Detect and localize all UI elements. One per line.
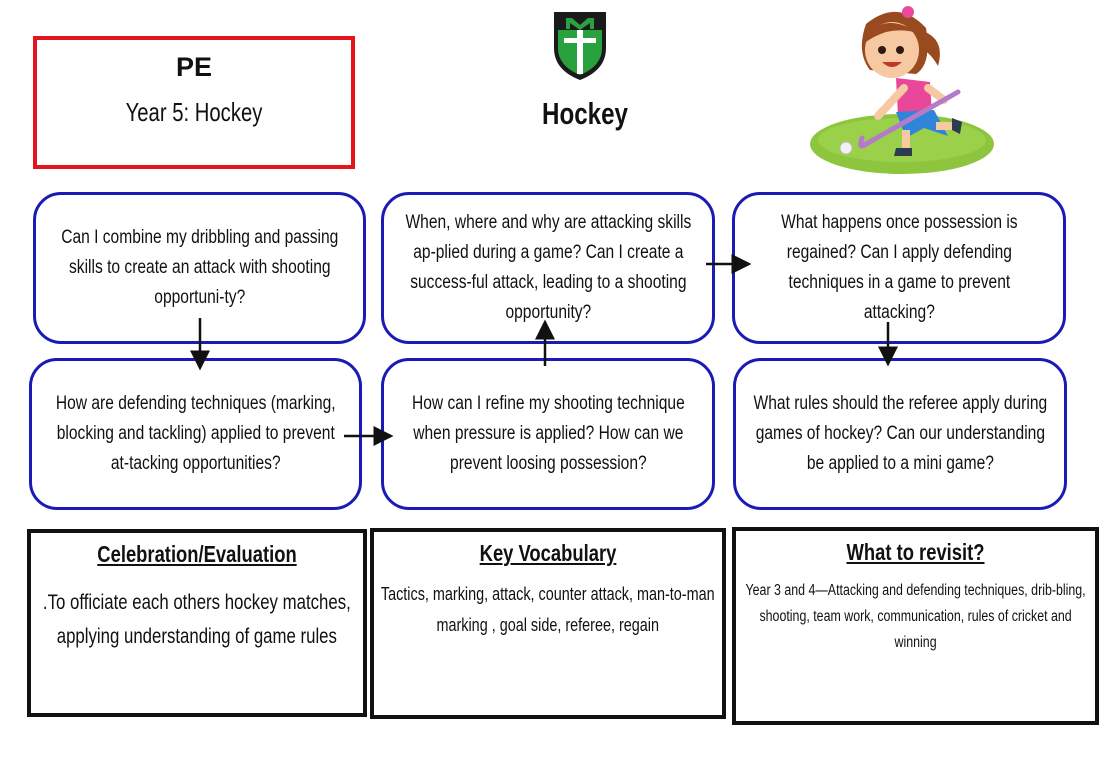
- revisit-text: Year 3 and 4—Attacking and defending tec…: [745, 582, 1086, 651]
- vocabulary-panel: Key Vocabulary Tactics, marking, attack,…: [370, 528, 726, 719]
- question-box-5: How can I refine my shooting technique w…: [381, 358, 715, 510]
- question-text-5: How can I refine my shooting technique w…: [411, 393, 685, 474]
- page-heading: Hockey: [541, 96, 629, 131]
- subject-title: PE: [175, 52, 213, 82]
- school-crest-icon: [554, 12, 606, 80]
- question-text-1: Can I combine my dribbling and passing s…: [60, 227, 339, 308]
- celebration-text: .To officiate each others hockey matches…: [43, 591, 351, 648]
- question-text-4: How are defending techniques (marking, b…: [55, 393, 336, 474]
- question-box-3: What happens once possession is regained…: [732, 192, 1066, 344]
- question-text-2: When, where and why are attacking skills…: [405, 212, 691, 323]
- celebration-title: Celebration/Evaluation: [97, 541, 297, 567]
- vocabulary-text: Tactics, marking, attack, counter attack…: [381, 584, 715, 635]
- revisit-panel: What to revisit? Year 3 and 4—Attacking …: [732, 527, 1099, 725]
- question-text-6: What rules should the referee apply duri…: [753, 393, 1047, 474]
- revisit-title: What to revisit?: [846, 539, 985, 565]
- title-box: PE Year 5: Hockey: [33, 36, 355, 169]
- celebration-panel: Celebration/Evaluation .To officiate eac…: [27, 529, 367, 717]
- vocabulary-title: Key Vocabulary: [479, 540, 617, 566]
- topic-title: Year 5: Hockey: [125, 97, 263, 127]
- question-box-2: When, where and why are attacking skills…: [381, 192, 715, 344]
- question-text-3: What happens once possession is regained…: [780, 212, 1018, 323]
- hockey-girl-illustration: [810, 6, 994, 174]
- question-box-6: What rules should the referee apply duri…: [733, 358, 1067, 510]
